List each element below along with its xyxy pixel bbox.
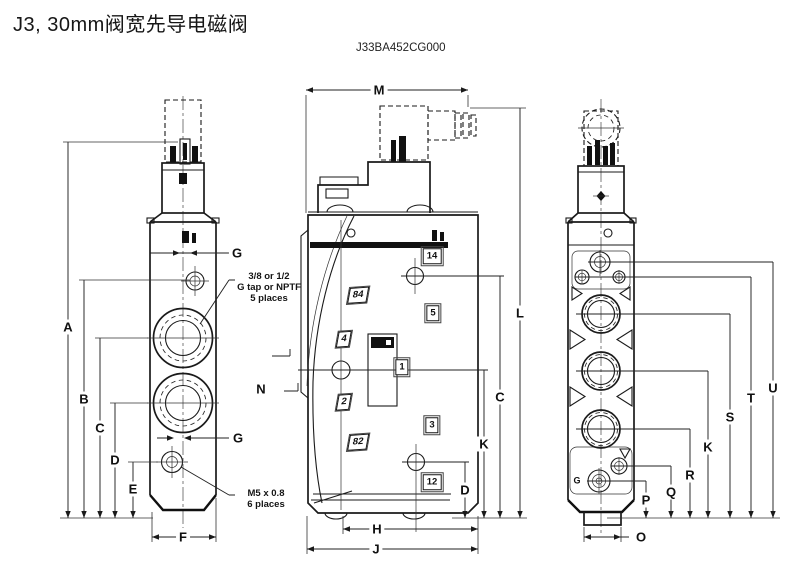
front-solenoid-block [317,161,431,213]
left-solenoid-coil [161,162,205,214]
front-terminal-pins [391,136,406,162]
port-thread-note: 3/8 or 1/2 G tap or NPTF 5 places [232,271,306,304]
left-port-hole-bottom [147,372,219,434]
port-label-14: 14 [420,246,444,266]
right-side-view [565,99,780,542]
dim-label-d-left: D [107,452,123,468]
dim-label-t: T [744,390,758,406]
port-label-3: 3 [423,415,441,435]
left-g-reference-lines [157,250,229,441]
port-label-82: 82 [345,432,371,452]
dim-label-j: J [369,541,383,557]
dim-label-n: N [253,381,269,397]
left-connector-envelope [164,99,202,163]
port-label-84: 84 [345,285,371,305]
right-solenoid-coil [577,165,625,214]
dim-label-a: A [60,319,76,335]
left-side-view [60,96,235,542]
dim-label-g-lower: G [229,430,247,446]
brand-plate-logo [371,337,394,348]
dim-label-f: F [176,529,190,545]
front-gauge-holes [331,220,426,532]
right-pilot-screws [574,250,626,285]
mount-thread-note: M5 x 0.8 6 places [237,488,295,510]
dim-label-m: M [370,82,388,98]
dim-label-k-right: K [700,439,716,455]
dim-label-u: U [765,380,781,396]
right-bottom-screws [587,457,628,494]
dim-label-c-left: C [92,420,108,436]
front-valve-body [300,204,479,520]
dim-label-d-front: D [457,482,473,498]
left-valve-body [146,212,220,512]
mount-thread-note-line2: 6 places [247,499,285,510]
page-title: J3, 30mm阀宽先导电磁阀 [13,14,249,36]
left-lower-mounting-screw [156,446,188,478]
port-label-5: 5 [424,303,442,323]
dim-label-e: E [125,481,141,497]
port-thread-note-line3: 5 places [250,293,288,304]
dim-label-h: H [369,521,385,537]
dim-label-k-front: K [476,436,492,452]
dim-label-g-upper: G [228,245,246,261]
dim-label-q: Q [662,484,680,500]
dim-label-b: B [76,391,92,407]
right-terminal-pins [587,140,615,165]
left-port-hole-top [147,307,219,369]
right-valve-body [565,212,637,526]
port-thread-note-line2: G tap or NPTF [237,282,301,293]
port-thread-note-line1: 3/8 or 1/2 [248,271,290,282]
front-view [272,87,527,554]
dim-label-o: O [632,529,650,545]
front-connector-phantom [379,105,477,161]
model-number: J33BA452CG000 [356,42,446,54]
port-label-12: 12 [420,472,444,492]
dim-label-s: S [722,409,738,425]
mount-thread-note-line1: M5 x 0.8 [247,488,285,499]
left-annotation-leaders [180,279,235,496]
left-terminal-pins [170,138,198,165]
dim-label-c-front: C [492,389,508,405]
left-upper-mounting-screw [181,266,209,296]
dim-label-l: L [513,305,527,321]
dim-label-g-right: G [572,475,582,486]
dim-label-p: P [638,492,654,508]
dim-label-r: R [682,467,698,483]
port-label-1: 1 [393,357,411,377]
